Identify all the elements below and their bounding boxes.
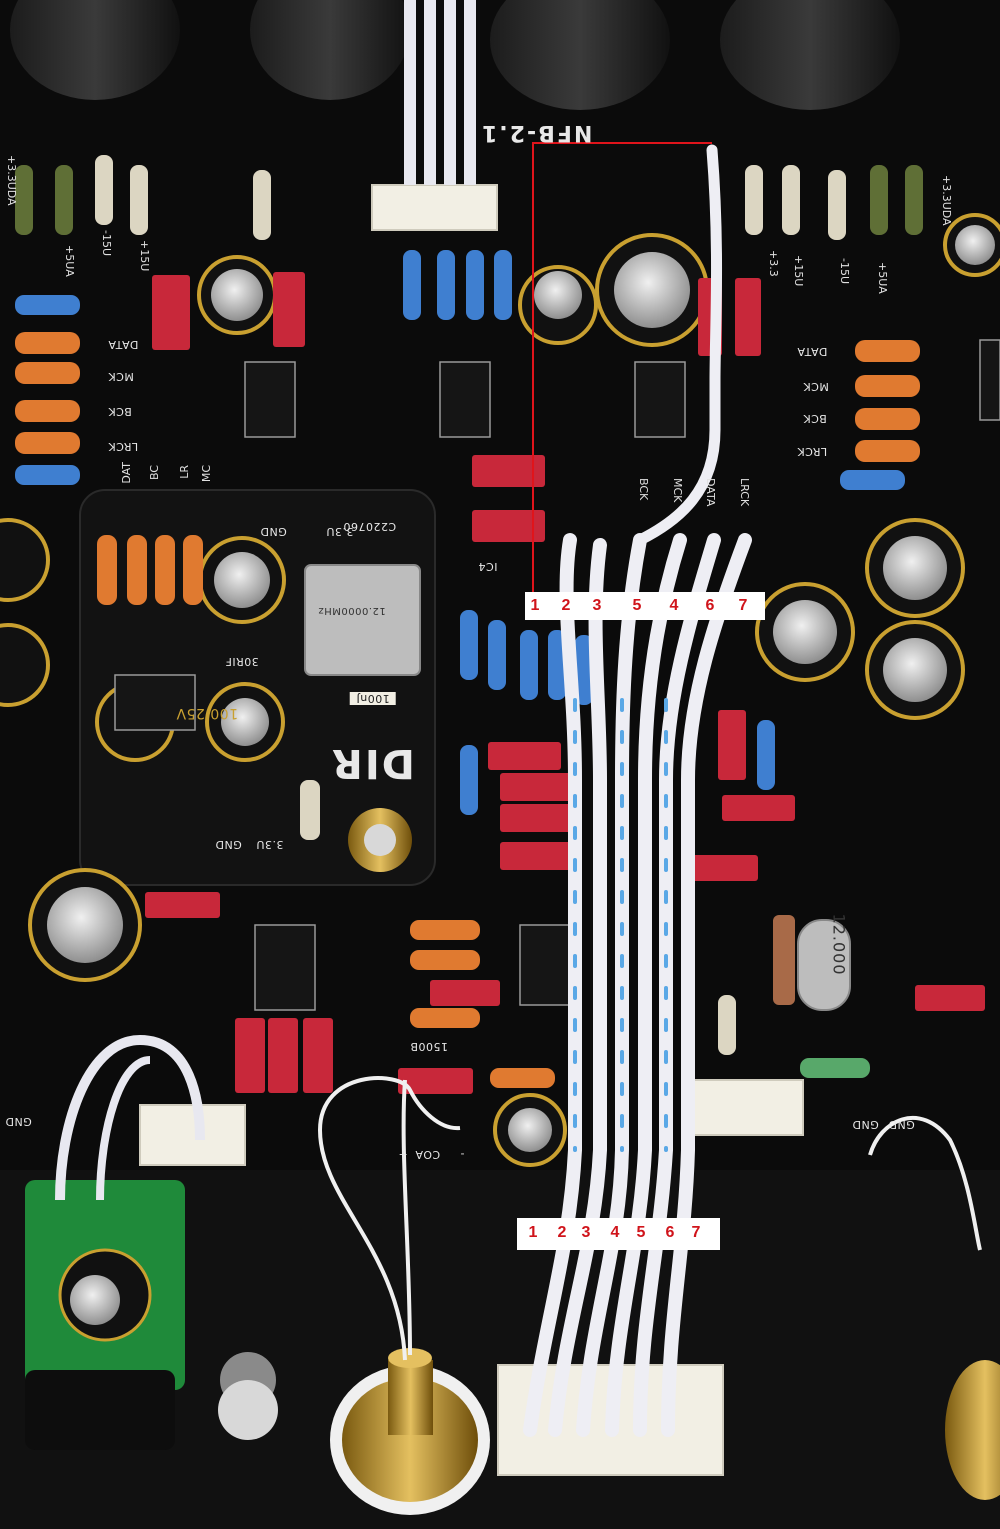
bottom-pin-number: 6	[665, 1224, 675, 1241]
coax-label: -	[460, 1148, 465, 1161]
coax-label: COA	[415, 1148, 441, 1161]
signal-label: BCK	[803, 412, 827, 425]
dir-pin-label: DAT	[120, 462, 133, 484]
dir-power-label: GND	[215, 838, 242, 851]
signal-label: MCK	[108, 370, 134, 383]
bottom-number-strip	[517, 1218, 720, 1250]
header-signal-label: MCK	[671, 478, 684, 503]
gnd-label: GND	[852, 1118, 879, 1131]
signal-label: DATA	[797, 345, 828, 358]
signal-label: BCK	[108, 405, 132, 418]
inductor-label: 1500B	[410, 1040, 449, 1053]
bottom-pin-number: 1	[528, 1224, 538, 1241]
rail-label: -15U	[100, 230, 113, 257]
dir-module-label: DIR	[330, 740, 415, 786]
top-pin-number: 4	[669, 597, 679, 614]
top-number-strip	[525, 592, 765, 620]
bottom-pin-number: 3	[581, 1224, 591, 1241]
rail-label: +3.3UDA	[940, 175, 953, 226]
integrated-circuits	[114, 339, 1000, 1011]
top-pin-number: 7	[738, 597, 748, 614]
signal-label: LRCK	[797, 445, 828, 458]
connectors	[139, 184, 804, 1476]
film-capacitors	[145, 272, 985, 1094]
rail-label: +3.3UDA	[5, 155, 18, 206]
top-pin-number: 3	[592, 597, 602, 614]
header-signal-label: DATA	[704, 478, 717, 507]
ribbon-cable	[523, 144, 752, 1437]
signal-label: DATA	[108, 338, 139, 351]
rail-label: -15U	[838, 258, 851, 285]
header-signal-label: LRCK	[738, 478, 751, 507]
signal-label: MCK	[803, 380, 829, 393]
top-ribbon	[404, 0, 476, 185]
rail-label: +5UA	[876, 262, 889, 294]
dir-power-label: 3.3U	[256, 838, 284, 851]
header-signal-label: BCK	[637, 478, 650, 501]
gnd-label: GND	[888, 1118, 915, 1131]
bottom-pin-number: 4	[610, 1224, 620, 1241]
cap-label-100n: 100nJ	[350, 692, 396, 705]
dir-pin-label: BC	[148, 465, 161, 481]
signal-label: LRCK	[108, 440, 139, 453]
cap-label-electrolytic: 100 25V	[176, 705, 239, 721]
rail-label: +3.3	[767, 250, 780, 277]
dir-power-label: 3.3U	[326, 525, 354, 538]
dir-power-label: GND	[260, 525, 287, 538]
gnd-label: GND	[5, 1115, 32, 1128]
rail-label: +15U	[138, 240, 151, 272]
board-title: NFB-2.1	[480, 120, 593, 145]
bottom-pin-number: 5	[636, 1224, 646, 1241]
crystal	[797, 919, 851, 1011]
coax-label: +	[398, 1148, 408, 1161]
oscillator-freq: 12.0000MHz	[318, 605, 386, 616]
oscillator	[304, 564, 421, 676]
top-pin-number: 6	[705, 597, 715, 614]
rail-label: +15U	[792, 255, 805, 287]
crystal-label: 12.000	[829, 913, 849, 976]
pin1-guide-line	[532, 142, 712, 600]
bottom-pin-number: 2	[557, 1224, 567, 1241]
dir-pin-label: MC	[200, 465, 213, 483]
top-pin-number: 5	[632, 597, 642, 614]
rail-label: +5UA	[63, 245, 76, 277]
resistor-label: 30RIF	[225, 655, 259, 668]
top-capacitors	[10, 0, 900, 110]
bottom-pin-number: 7	[691, 1224, 701, 1241]
top-pin-number: 2	[561, 597, 571, 614]
ic4-label: IC4	[478, 560, 498, 573]
top-pin-number: 1	[530, 597, 540, 614]
dir-pin-label: LR	[178, 465, 191, 479]
